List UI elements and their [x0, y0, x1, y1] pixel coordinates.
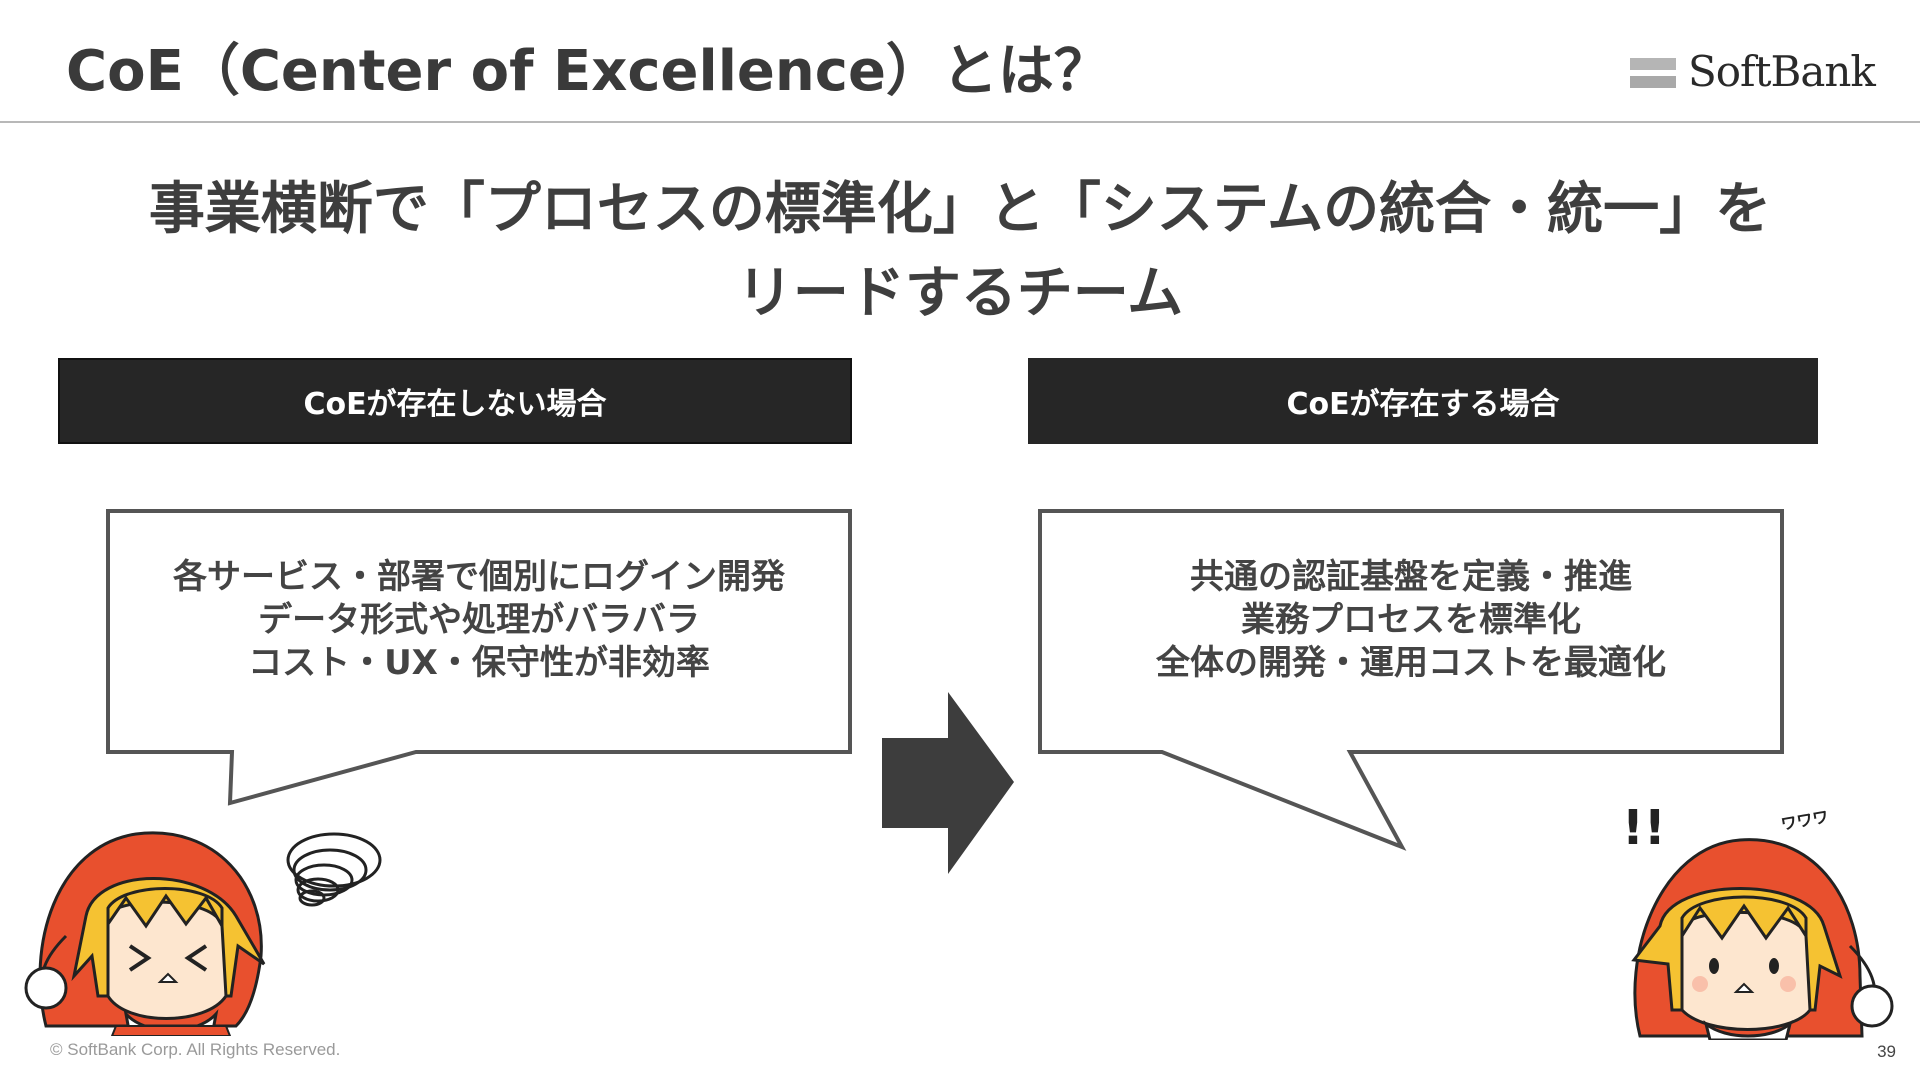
without-coe-line-1: 各サービス・部署で個別にログイン開発 — [173, 557, 785, 597]
exclamation-mark: !! — [1622, 800, 1666, 856]
with-coe-text: 共通の認証基盤を定義・推進 業務プロセスを標準化 全体の開発・運用コストを最適化 — [1040, 556, 1782, 685]
with-coe-header: CoEが存在する場合 — [1028, 358, 1818, 444]
page-number: 39 — [1877, 1042, 1896, 1061]
header-divider — [0, 121, 1920, 123]
without-coe-line-3: コスト・UX・保守性が非効率 — [248, 643, 710, 683]
with-coe-line-3: 全体の開発・運用コストを最適化 — [1156, 643, 1666, 683]
headline-line-1: 事業横断で「プロセスの標準化」と「システムの統合・統一」を — [148, 177, 1772, 242]
with-coe-line-2: 業務プロセスを標準化 — [1241, 600, 1581, 640]
logo-text: SoftBank — [1688, 46, 1876, 96]
surprised-character: !! ワワワ — [1622, 800, 1894, 1040]
copyright-text: © SoftBank Corp. All Rights Reserved. — [50, 1040, 341, 1059]
dizzy-swirl-icon — [286, 832, 382, 907]
slide-title: CoE（Center of Excellence）とは？ — [66, 39, 1110, 104]
headline-line-2: リードするチーム — [736, 261, 1184, 326]
right-arrow-icon — [882, 692, 1014, 874]
headline: 事業横断で「プロセスの標準化」と「システムの統合・統一」を リードするチーム — [0, 168, 1920, 336]
without-coe-header: CoEが存在しない場合 — [58, 358, 852, 444]
sound-effect-text: ワワワ — [1779, 807, 1830, 834]
without-coe-text: 各サービス・部署で個別にログイン開発 データ形式や処理がバラバラ コスト・UX・… — [108, 556, 850, 685]
confused-character — [24, 831, 382, 1036]
logo-bars-icon — [1630, 54, 1676, 88]
softbank-logo: SoftBank — [1630, 46, 1876, 96]
without-coe-line-2: データ形式や処理がバラバラ — [258, 600, 700, 640]
with-coe-line-1: 共通の認証基盤を定義・推進 — [1190, 557, 1632, 597]
